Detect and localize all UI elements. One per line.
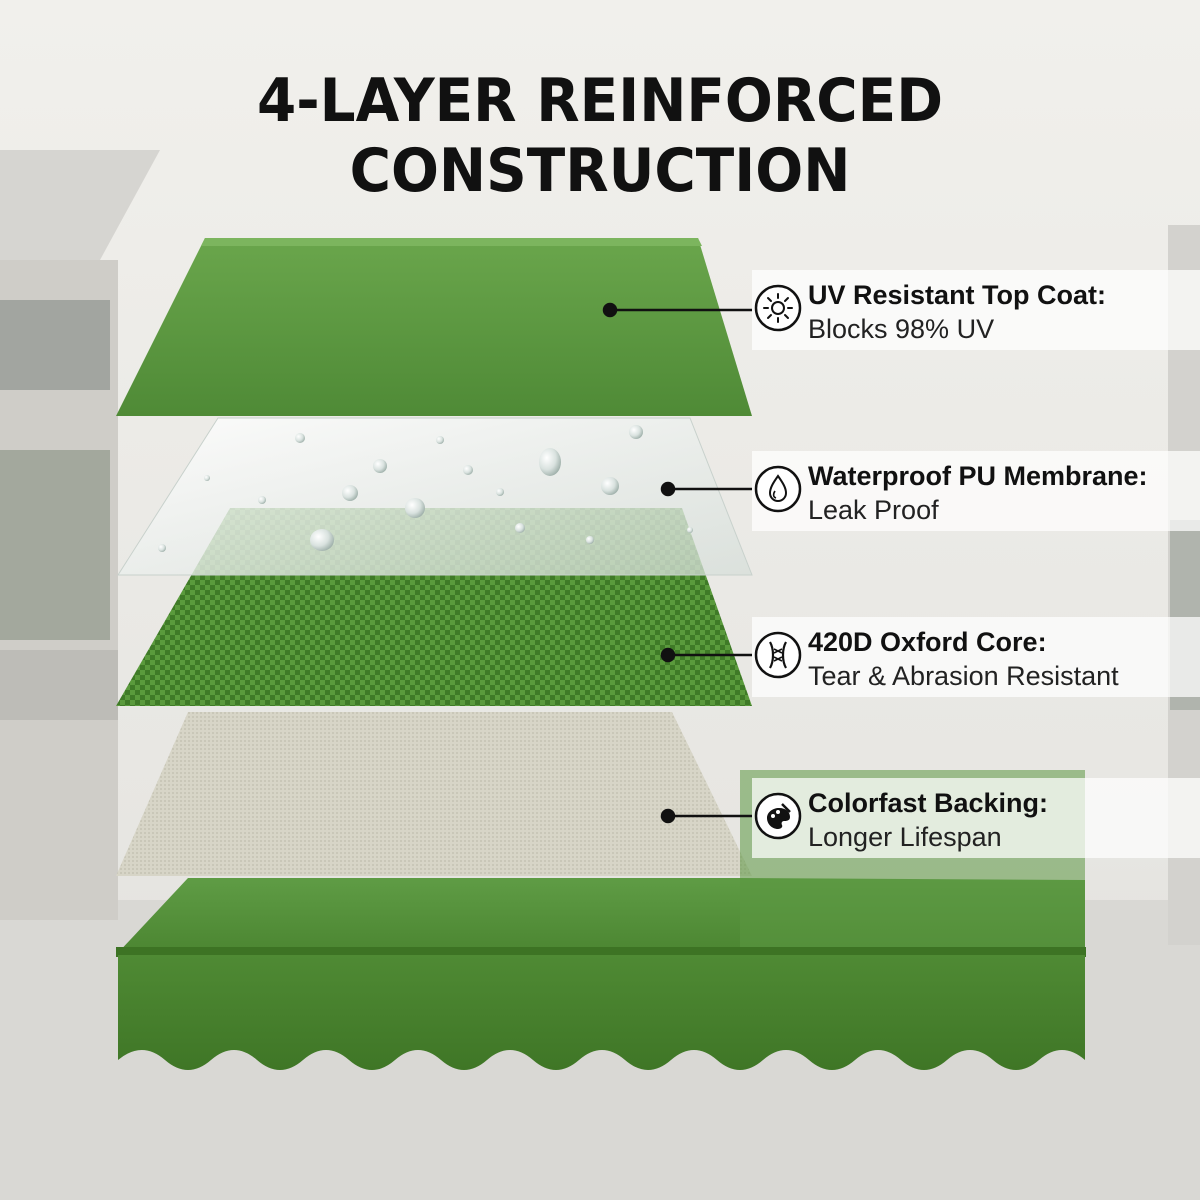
water-droplets	[158, 425, 693, 552]
callout-colorfast-backing: Colorfast Backing: Longer Lifespan	[752, 778, 1200, 858]
uv-top-coat-layer	[116, 238, 752, 416]
waterproof-membrane-layer	[117, 417, 753, 576]
colorfast-backing-layer	[116, 712, 752, 876]
callout-description: Blocks 98% UV	[808, 314, 995, 344]
scalloped-valance	[118, 955, 1085, 1070]
callout-uv-top-coat: UV Resistant Top Coat: Blocks 98% UV	[752, 270, 1200, 350]
page-title: 4-LAYER REINFORCED CONSTRUCTION	[256, 66, 944, 206]
callout-description: Tear & Abrasion Resistant	[808, 661, 1119, 691]
callout-oxford-core: 420D Oxford Core: Tear & Abrasion Resist…	[752, 617, 1200, 697]
callout-description: Longer Lifespan	[808, 822, 1002, 852]
water-drop-icon	[754, 465, 802, 513]
callout-heading: Colorfast Backing:	[808, 788, 1049, 818]
callout-waterproof-membrane: Waterproof PU Membrane: Leak Proof	[752, 451, 1200, 531]
sun-icon	[754, 284, 802, 332]
callout-heading: Waterproof PU Membrane:	[808, 461, 1148, 491]
fabric-core-icon	[754, 631, 802, 679]
callout-heading: UV Resistant Top Coat:	[808, 280, 1107, 310]
callout-description: Leak Proof	[808, 495, 939, 525]
callout-heading: 420D Oxford Core:	[808, 627, 1047, 657]
color-palette-icon	[754, 792, 802, 840]
